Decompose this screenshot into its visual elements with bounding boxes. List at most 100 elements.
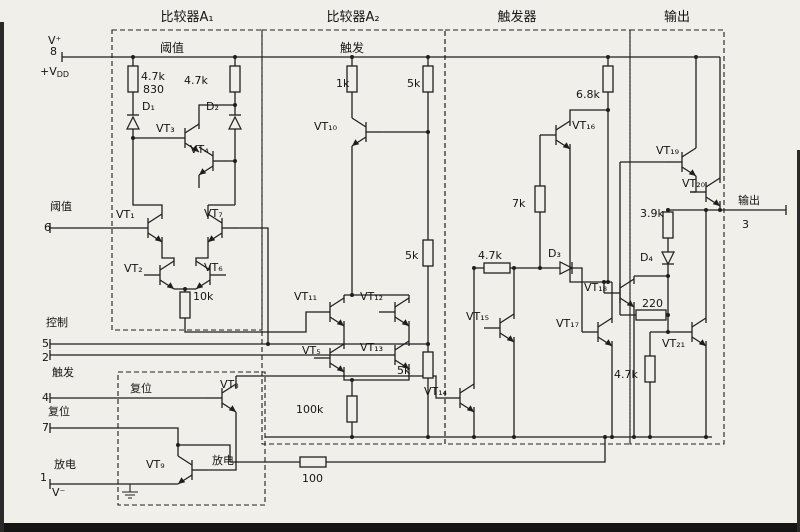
resistor-7k: [534, 185, 546, 213]
transistor-vt16: [539, 120, 571, 150]
label-reset-pin: 复位: [48, 404, 70, 418]
label-output-pin: 输出: [738, 193, 760, 207]
transistor-vt9: [177, 455, 209, 485]
wires-reset-discharge: [50, 397, 606, 485]
label-pin-5: 5: [42, 337, 49, 350]
label-resistor-830: 830: [143, 83, 164, 96]
transistor-vt10: [351, 117, 383, 147]
transistor-vt1: [131, 213, 163, 243]
label-resistor-5k-mid: 5k: [405, 249, 419, 262]
label-discharge-inner: 放电: [212, 453, 234, 467]
label-vt4: VT₄: [190, 143, 209, 156]
label-vt18: VT₁₈: [584, 281, 608, 294]
label-vt14: VT₁₄: [424, 385, 448, 398]
resistor-100k: [346, 395, 358, 423]
label-vt15: VT₁₅: [466, 310, 489, 323]
label-v-plus: V⁺: [48, 34, 62, 47]
ground-symbol: [122, 484, 138, 499]
label-diode-d2: D₂: [206, 100, 219, 113]
label-vt1: VT₁: [116, 208, 135, 221]
resistor-5k-bot: [422, 351, 434, 379]
label-v-minus: V⁻: [52, 486, 66, 499]
section-box-reset-discharge: [117, 371, 266, 506]
label-resistor-100k: 100k: [296, 403, 324, 416]
section-box-comparator-a2: [261, 29, 446, 445]
junction-dots: [131, 55, 722, 447]
scan-edge-bottom: [0, 523, 800, 532]
subheader-trigger: 触发: [340, 40, 364, 55]
label-vt21: VT₂₁: [662, 337, 685, 350]
transistor-vt2: [143, 260, 175, 290]
scan-edge-left: [0, 22, 4, 532]
wires-flip-flop: [510, 92, 668, 437]
label-pin-2: 2: [42, 351, 49, 364]
label-resistor-4k7-830a: 4.7k: [141, 70, 165, 83]
label-vt10: VT₁₀: [314, 120, 338, 133]
label-vt7: VT₇: [204, 207, 223, 220]
label-vt9: VT₉: [146, 458, 165, 471]
label-resistor-4k7-out: 4.7k: [614, 368, 638, 381]
label-resistor-4k7-a1: 4.7k: [184, 74, 208, 87]
resistor-6k8: [602, 65, 614, 93]
pin-ticks: [49, 52, 787, 489]
transistor-vt14: [443, 383, 475, 413]
resistor-4k7-830: [127, 65, 139, 93]
label-reset-inner: 复位: [130, 381, 152, 395]
label-pin-3: 3: [742, 218, 749, 231]
label-diode-d1: D₁: [142, 100, 155, 113]
diode-d2: [228, 114, 242, 130]
label-vt8: VT₈: [220, 378, 239, 391]
diode-d4: [661, 251, 675, 266]
label-pin-4: 4: [42, 391, 49, 404]
transistor-vt17: [581, 317, 613, 347]
label-vdd: +VDD: [40, 65, 69, 79]
label-vt19: VT₁₉: [656, 144, 679, 157]
label-trigger-pin: 触发: [52, 365, 74, 379]
label-diode-d4: D₄: [640, 251, 653, 264]
resistor-10k: [179, 291, 191, 319]
label-vt17: VT₁₇: [556, 317, 579, 330]
label-resistor-1k: 1k: [336, 77, 350, 90]
section-box-output: [629, 29, 725, 445]
wires-top-rail: [62, 56, 721, 183]
wires-comparator-a2: [50, 92, 484, 437]
section-title-comparator-a1: 比较器A₁: [160, 10, 213, 25]
label-vt6: VT₆: [204, 261, 223, 274]
section-title-output: 输出: [664, 9, 690, 25]
label-vt13: VT₁₃: [360, 341, 383, 354]
diode-d3: [559, 261, 574, 275]
label-resistor-4k7-ff: 4.7k: [478, 249, 502, 262]
label-discharge-pin: 放电: [54, 457, 76, 471]
label-resistor-220: 220: [642, 297, 663, 310]
label-resistor-3k9: 3.9k: [640, 207, 664, 220]
resistor-5k-top: [422, 65, 434, 93]
label-resistor-5k-bot: 5k: [397, 364, 411, 377]
label-vt11: VT₁₁: [294, 290, 317, 303]
label-resistor-5k-top: 5k: [407, 77, 421, 90]
resistor-100: [299, 456, 327, 468]
label-vt12: VT₁₂: [360, 290, 383, 303]
label-vt3: VT₃: [156, 122, 175, 135]
diode-d1: [126, 114, 140, 130]
resistor-220: [635, 309, 667, 321]
label-pin-1: 1: [40, 471, 47, 484]
label-resistor-10k: 10k: [193, 290, 214, 303]
label-resistor-7k: 7k: [512, 197, 526, 210]
resistor-4k7-out: [644, 355, 656, 383]
section-box-flip-flop: [444, 29, 631, 445]
label-threshold-pin: 阈值: [50, 199, 72, 213]
label-vt5: VT₅: [302, 344, 321, 357]
scan-edge-right: [797, 150, 800, 532]
resistor-5k-mid: [422, 239, 434, 267]
label-pin-8: 8: [50, 45, 57, 58]
label-control-pin: 控制: [46, 315, 68, 329]
label-pin-7: 7: [42, 421, 49, 434]
label-vt16: VT₁₆: [572, 119, 596, 132]
transistor-vt11: [313, 297, 345, 327]
resistor-1k: [346, 65, 358, 93]
section-title-flip-flop: 触发器: [497, 9, 536, 25]
label-resistor-6k8: 6.8k: [576, 88, 600, 101]
label-vt20: VT₂₀: [682, 177, 706, 190]
label-pin-6: 6: [44, 221, 51, 234]
